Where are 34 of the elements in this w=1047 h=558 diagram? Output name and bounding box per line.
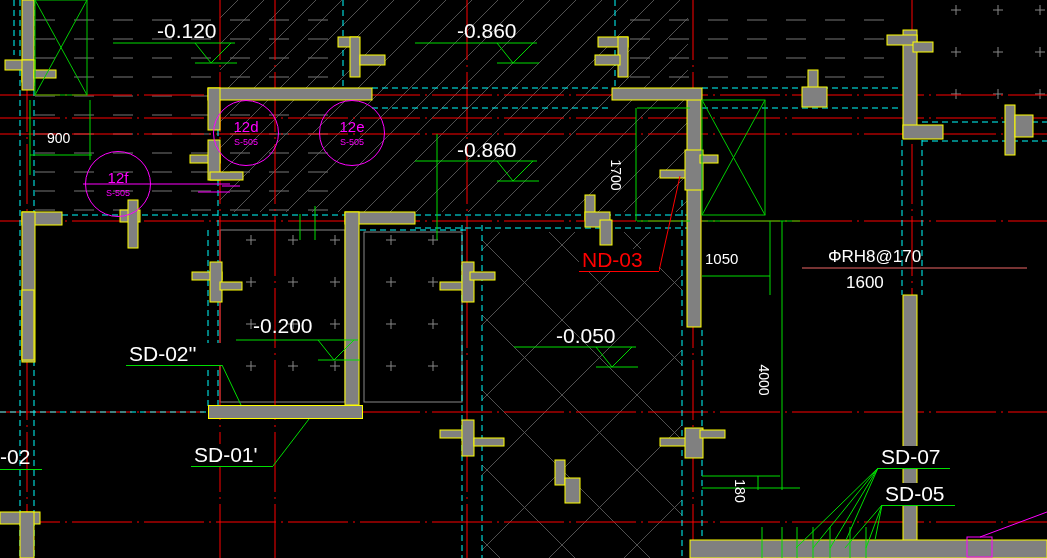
detail-number: 12f bbox=[107, 170, 129, 185]
plan-text: -0.860 bbox=[457, 20, 517, 41]
dimension-text: 4000 bbox=[756, 364, 771, 396]
sheet-number: S-505 bbox=[106, 189, 130, 198]
plan-text: ΦRH8@170 bbox=[828, 248, 922, 265]
leader-line bbox=[272, 418, 310, 467]
leader-line bbox=[874, 504, 883, 541]
wall-segment bbox=[208, 405, 363, 419]
leader-line bbox=[865, 504, 883, 549]
leader-line bbox=[845, 467, 879, 541]
plan-text: 900 bbox=[47, 131, 71, 145]
dimension-text: 1700 bbox=[608, 159, 623, 191]
plan-text: -02 bbox=[0, 446, 42, 470]
leader-line bbox=[829, 467, 879, 549]
plan-text: -0.120 bbox=[157, 20, 217, 41]
plan-text: -0.200 bbox=[253, 315, 313, 336]
sheet-number: S-505 bbox=[234, 138, 258, 147]
leader-line bbox=[844, 504, 883, 549]
sheet-number: S-505 bbox=[340, 138, 364, 147]
leader-line bbox=[658, 175, 681, 272]
callout-label: SD-07 bbox=[878, 446, 950, 469]
plan-text: 1600 bbox=[846, 274, 884, 291]
callout-label: ND-03 bbox=[579, 249, 659, 272]
callout-label: SD-02'' bbox=[126, 343, 222, 366]
detail-number: 12d bbox=[233, 119, 259, 134]
callout-label: SD-01' bbox=[191, 444, 273, 467]
leader-line bbox=[221, 364, 242, 406]
plan-text: 1050 bbox=[705, 251, 739, 266]
dimension-text: 180 bbox=[732, 479, 747, 503]
plan-text: -0.050 bbox=[556, 325, 616, 346]
detail-number: 12e bbox=[339, 119, 365, 134]
callout-label: SD-05 bbox=[882, 483, 955, 506]
leader-line bbox=[812, 467, 879, 549]
plan-text: -0.860 bbox=[457, 139, 517, 160]
